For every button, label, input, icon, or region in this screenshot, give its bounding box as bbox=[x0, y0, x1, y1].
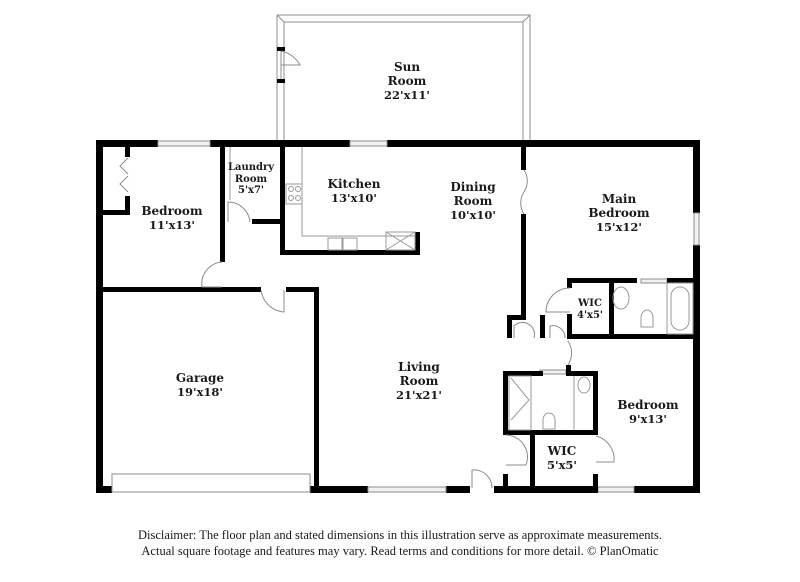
room-dimensions: 5'x7' bbox=[237, 185, 264, 196]
disclaimer-line-2: Actual square footage and features may v… bbox=[141, 544, 659, 558]
room-label-laundry-room: Laundry Room 5'x7' bbox=[228, 162, 274, 197]
room-name: Bedroom bbox=[141, 204, 203, 218]
disclaimer: Disclaimer: The floor plan and stated di… bbox=[0, 527, 800, 559]
room-name: Room bbox=[399, 373, 439, 388]
room-label-bedroom-2: Bedroom 9'x13' bbox=[617, 398, 679, 426]
room-dimensions: 13'x10' bbox=[331, 190, 377, 205]
room-label-bedroom-1: Bedroom 11'x13' bbox=[141, 204, 203, 232]
room-name: Room bbox=[387, 73, 427, 88]
room-label-wic-main: WIC 4'x5' bbox=[577, 298, 603, 321]
room-name: Sun bbox=[393, 60, 421, 74]
room-label-kitchen: Kitchen 13'x10' bbox=[327, 177, 381, 205]
bath-fixtures bbox=[508, 282, 694, 431]
room-name: Room bbox=[453, 193, 493, 208]
room-dimensions: 15'x12' bbox=[596, 219, 642, 234]
kitchen-fixtures bbox=[229, 147, 416, 251]
exterior-walls bbox=[96, 140, 700, 493]
room-dimensions: 19'x18' bbox=[177, 384, 223, 399]
room-name: Kitchen bbox=[327, 177, 381, 191]
room-name: Laundry bbox=[227, 162, 275, 173]
room-label-living-room: Living Room 21'x21' bbox=[396, 360, 442, 402]
room-name: Garage bbox=[175, 371, 225, 385]
room-label-main-bedroom: Main Bedroom 15'x12' bbox=[588, 192, 650, 234]
room-name: WIC bbox=[578, 298, 602, 309]
room-label-dining-room: Dining Room 10'x10' bbox=[450, 180, 496, 222]
disclaimer-line-1: Disclaimer: The floor plan and stated di… bbox=[138, 528, 662, 542]
room-name: Bedroom bbox=[617, 398, 679, 412]
sun-room-door bbox=[277, 47, 301, 83]
room-name: WIC bbox=[547, 444, 577, 458]
interior-walls bbox=[103, 147, 700, 493]
room-name: Bedroom bbox=[588, 205, 650, 220]
room-dimensions: 10'x10' bbox=[450, 207, 496, 222]
room-dimensions: 22'x11' bbox=[384, 87, 430, 102]
room-dimensions: 9'x13' bbox=[629, 411, 667, 426]
room-label-garage: Garage 19'x18' bbox=[175, 371, 225, 399]
room-label-wic-2: WIC 5'x5' bbox=[547, 444, 577, 472]
room-name: Room bbox=[234, 173, 268, 185]
room-name: Main bbox=[601, 192, 637, 206]
room-name: Dining bbox=[450, 180, 496, 194]
room-name: Living bbox=[398, 360, 440, 374]
room-dimensions: 4'x5' bbox=[576, 309, 604, 321]
room-dimensions: 11'x13' bbox=[149, 217, 195, 232]
room-dimensions: 21'x21' bbox=[396, 387, 442, 402]
room-label-sun-room: Sun Room 22'x11' bbox=[384, 60, 430, 102]
door-swings bbox=[119, 157, 615, 489]
room-dimensions: 5'x5' bbox=[547, 457, 577, 472]
